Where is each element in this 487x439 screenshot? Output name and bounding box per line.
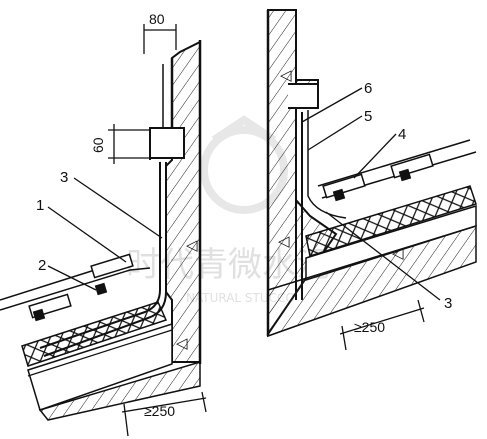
callout-left-3: 3 xyxy=(60,169,163,239)
svg-text:◁: ◁ xyxy=(278,233,290,250)
callout-left-1: 1 xyxy=(36,197,127,263)
callout-left-3-label: 3 xyxy=(60,169,68,186)
right-detail: ◁ ◁ ◁ ≥250 6 5 4 3 xyxy=(266,9,477,351)
dim-right-250: ≥250 xyxy=(339,299,425,351)
dim-80-label: 80 xyxy=(149,11,165,27)
right-slab xyxy=(267,224,477,338)
dim-left-250: ≥250 xyxy=(121,391,207,437)
callout-right-3-label: 3 xyxy=(444,295,452,312)
callout-left-2-label: 2 xyxy=(38,257,46,274)
callout-left-1-label: 1 xyxy=(36,197,44,214)
callout-right-4-label: 4 xyxy=(398,126,406,143)
svg-text:◁: ◁ xyxy=(176,335,188,352)
svg-text:◁: ◁ xyxy=(280,67,292,84)
svg-text:◁: ◁ xyxy=(392,245,404,262)
callout-right-5: 5 xyxy=(307,108,372,151)
callout-right-3: 3 xyxy=(325,211,452,312)
callout-right-6: 6 xyxy=(301,80,372,123)
left-insulation xyxy=(21,301,168,367)
left-slab xyxy=(38,360,201,421)
dim-80: 80 xyxy=(143,11,177,54)
right-insulation xyxy=(305,185,477,257)
dim-right-250-label: ≥250 xyxy=(354,319,385,335)
dim-left-250-label: ≥250 xyxy=(144,403,175,419)
left-detail: ◁ ◁ 80 60 ≥250 3 1 xyxy=(0,11,207,437)
callout-right-4: 4 xyxy=(353,126,406,179)
callout-right-6-label: 6 xyxy=(364,80,372,97)
dim-60: 60 xyxy=(90,124,150,164)
callout-right-5-label: 5 xyxy=(364,108,372,125)
dim-60-label: 60 xyxy=(90,137,106,153)
callout-left-2: 2 xyxy=(38,257,97,291)
svg-text:◁: ◁ xyxy=(186,237,198,254)
